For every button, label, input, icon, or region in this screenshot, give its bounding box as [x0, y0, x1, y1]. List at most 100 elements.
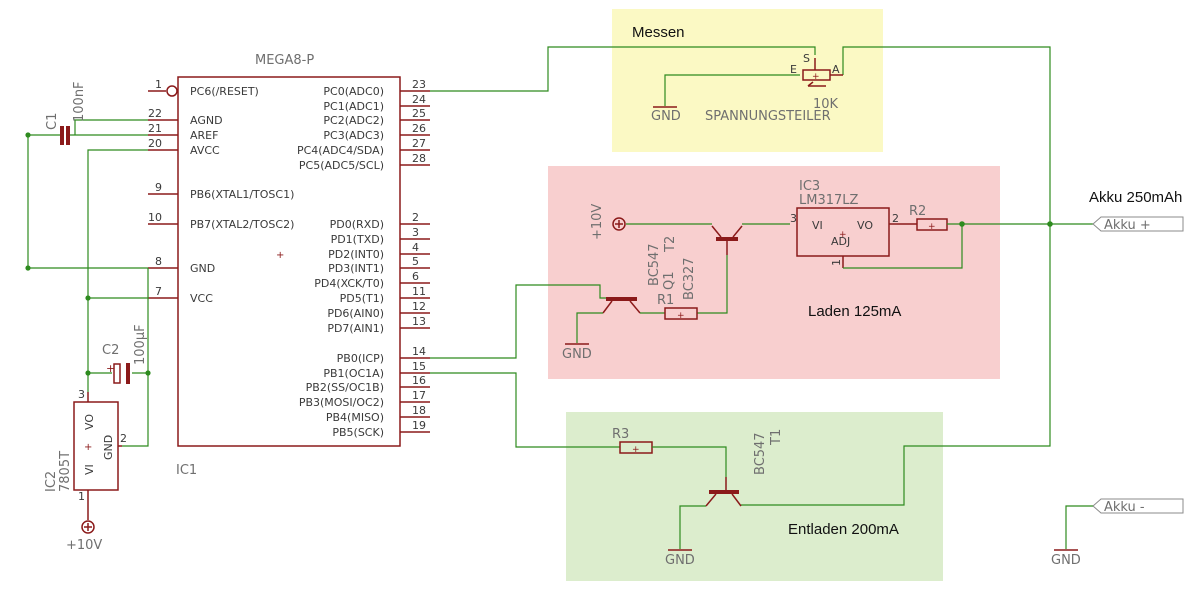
- net-pb0: [430, 284, 606, 359]
- akku-plus-label: Akku +: [1104, 218, 1151, 233]
- svg-text:+: +: [677, 311, 685, 321]
- junction: [1047, 221, 1053, 227]
- pin-number: 1: [155, 78, 162, 91]
- gnd-akku-label: GND: [1051, 553, 1081, 568]
- akku-plus-connector: [1092, 216, 1184, 232]
- pin-name: PB4(MISO): [326, 411, 384, 424]
- ic2-gnd-label: GND: [102, 435, 115, 460]
- entladen-area: [566, 412, 943, 581]
- net-pb1: [430, 372, 620, 448]
- pin-number: 27: [412, 137, 426, 150]
- supply-10v-label: +10V: [66, 538, 102, 553]
- t2-ref: T2: [663, 236, 678, 253]
- net-akku-plus-bus: [741, 46, 1051, 506]
- pin-number: 5: [412, 255, 419, 268]
- pin-name: PD0(RXD): [330, 218, 384, 231]
- mcu-body: [177, 76, 401, 447]
- pin-number: 25: [412, 107, 426, 120]
- pin-name: PB2(SS/OC1B): [306, 381, 384, 394]
- ic2-vo-label: VO: [83, 414, 96, 430]
- ic3-pin1: 1: [830, 259, 843, 266]
- q1-ref: Q1: [662, 271, 677, 290]
- net-q1-base: [697, 255, 728, 314]
- messen-area: [612, 9, 883, 152]
- pin-name: PC4(ADC4/SDA): [297, 144, 384, 157]
- transistor-q1: [711, 225, 743, 255]
- svg-text:+: +: [812, 72, 820, 82]
- ic3-pin3: 3: [790, 212, 797, 225]
- akku-minus-label: Akku -: [1104, 500, 1145, 515]
- c2-ref: C2: [102, 343, 119, 358]
- pin-number: 13: [412, 315, 426, 328]
- svg-text:+: +: [84, 442, 92, 453]
- pin-name: AGND: [190, 114, 223, 127]
- net-adc0: [430, 46, 816, 92]
- net-t1-gnd: [679, 505, 706, 549]
- c2-value: 100µF: [133, 324, 148, 365]
- pin-name: PD6(AIN0): [327, 307, 384, 320]
- r1-label: R1: [657, 293, 674, 308]
- pin-name: PB3(MOSI/OC2): [299, 396, 384, 409]
- net-pot-gnd: [664, 74, 800, 106]
- pin-number: 3: [412, 226, 419, 239]
- pin-name: PC5(ADC5/SCL): [299, 159, 384, 172]
- pin-number: 21: [148, 122, 162, 135]
- pin-number: 20: [148, 137, 162, 150]
- c1-value: 100nF: [72, 81, 87, 122]
- mcu-left-pins: 1PC6(/RESET)22AGND21AREF20AVCC9PB6(XTAL1…: [148, 78, 294, 305]
- ic2-ref: IC2: [44, 471, 59, 492]
- resistor-r1: +: [664, 307, 698, 321]
- pin-name: VCC: [190, 292, 213, 305]
- pin-number: 4: [412, 241, 419, 254]
- potentiometer: +: [802, 58, 843, 87]
- gnd-entladen-label: GND: [665, 553, 695, 568]
- pin-name: PD7(AIN1): [327, 322, 384, 335]
- pin-number: 22: [148, 107, 162, 120]
- net-avcc: [87, 149, 148, 392]
- supply-10v-laden: [612, 217, 626, 231]
- pin-number: 14: [412, 345, 426, 358]
- pin-number: 6: [412, 270, 419, 283]
- pin-name: PC0(ADC0): [323, 85, 384, 98]
- c1-ref: C1: [45, 113, 60, 130]
- pin-number: 19: [412, 419, 426, 432]
- pin-number: 17: [412, 389, 426, 402]
- pin-number: 28: [412, 152, 426, 165]
- pin-number: 18: [412, 404, 426, 417]
- ic3-ref: IC3: [799, 179, 820, 194]
- t1-ref: T1: [769, 429, 784, 446]
- ic2-pin3: 3: [78, 388, 85, 401]
- net-t2-gnd: [576, 312, 603, 343]
- capacitor-c1: [60, 126, 70, 145]
- pin-name: PB1(OC1A): [323, 367, 384, 380]
- pin-number: 12: [412, 300, 426, 313]
- pot-e-label: E: [790, 63, 797, 76]
- pot-name: SPANNUNGSTEILER: [705, 109, 831, 124]
- transistor-t1: [705, 477, 742, 507]
- ic3-pin2: 2: [892, 212, 899, 225]
- pin-name: PD5(T1): [340, 292, 384, 305]
- transistor-t2: [602, 297, 641, 314]
- junction: [959, 221, 965, 227]
- pin-number: 24: [412, 93, 426, 106]
- t2-value: BC547: [647, 243, 662, 286]
- r2-label: R2: [909, 204, 926, 219]
- ic2-vi-label: VI: [83, 464, 96, 475]
- svg-text:+: +: [928, 222, 936, 232]
- pin-number: 2: [412, 211, 419, 224]
- pot-s-label: S: [803, 52, 810, 65]
